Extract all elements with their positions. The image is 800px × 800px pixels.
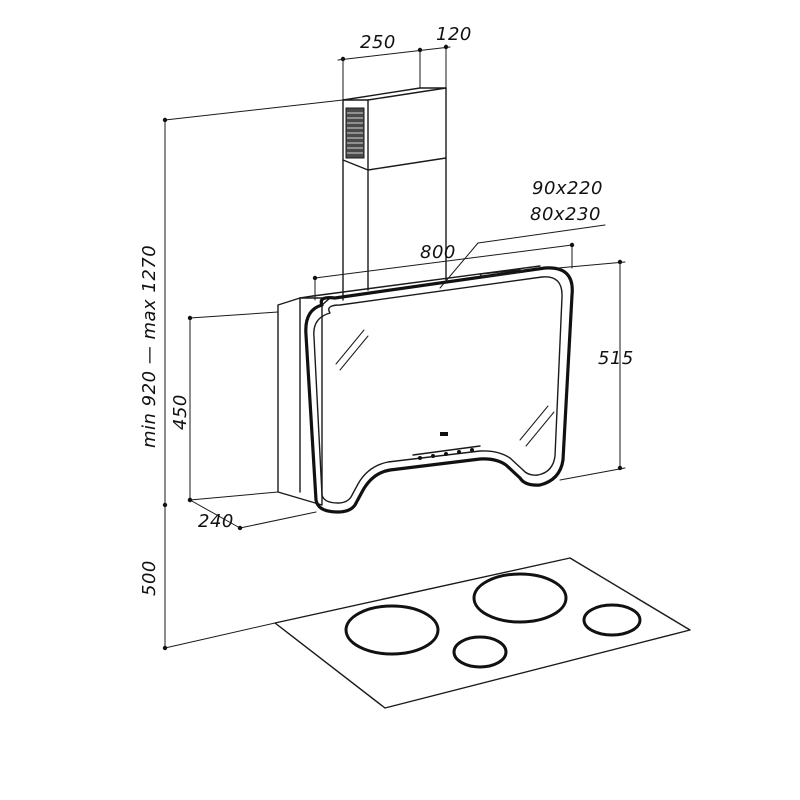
hood-body-height-label: 450 xyxy=(170,394,191,430)
hood-depth-label: 240 xyxy=(198,511,234,532)
hood-body xyxy=(277,265,574,514)
outlet-size-label-2: 80x230 xyxy=(530,204,601,225)
hob-clearance-label: 500 xyxy=(139,560,160,596)
hood-front-height-label: 515 xyxy=(598,348,634,369)
chimney-width-label: 250 xyxy=(360,32,396,53)
hood-width-label: 800 xyxy=(420,242,456,263)
dimension-lines xyxy=(162,44,626,651)
hob-zone-small-right xyxy=(582,603,642,637)
height-range-label: min 920 — max 1270 xyxy=(139,245,160,448)
chimney-depth-label: 120 xyxy=(436,24,472,45)
control-button xyxy=(470,448,474,452)
vent-grille-icon xyxy=(345,107,365,159)
control-button xyxy=(444,452,448,456)
hob-zone-large-left xyxy=(344,604,440,656)
glass-reflection-left xyxy=(335,329,369,371)
outlet-size-label-1: 90x220 xyxy=(532,178,603,199)
hob xyxy=(274,557,691,709)
control-button xyxy=(431,454,435,458)
logo-mark xyxy=(440,432,448,436)
control-panel xyxy=(412,432,481,460)
hob-zone-large-right xyxy=(472,572,568,624)
glass-reflection-right xyxy=(519,405,555,447)
control-button xyxy=(457,450,461,454)
hob-zone-small-front xyxy=(452,635,508,669)
chimney xyxy=(342,87,447,301)
control-button xyxy=(418,456,422,460)
